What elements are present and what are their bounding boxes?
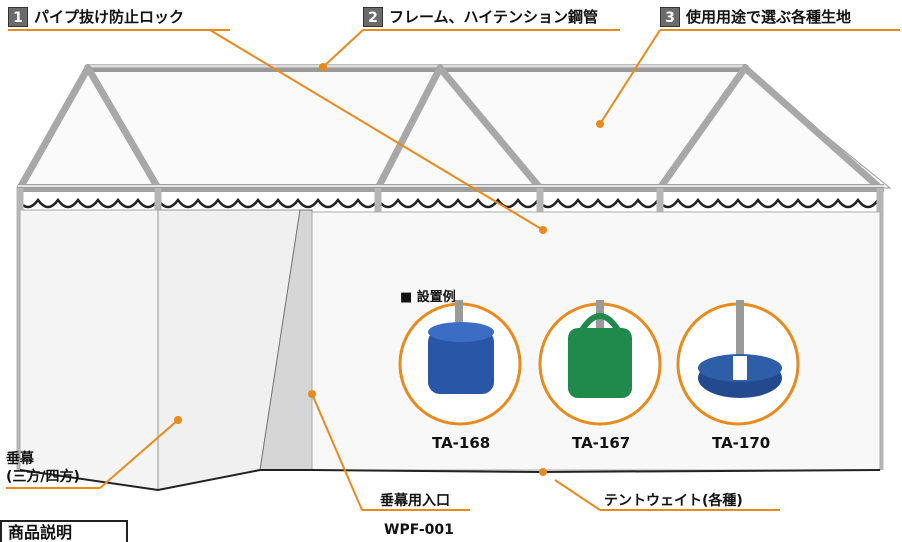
weight-ta167: [538, 300, 662, 426]
callout-number-3: 3: [660, 6, 680, 27]
entrance-label: 垂幕用入口: [380, 493, 450, 509]
leader-lines: [99, 29, 661, 511]
example-heading: ■ 設置例: [400, 290, 456, 305]
curtain-label: 垂幕 (三方/四方): [6, 450, 80, 486]
tent-weight-label: テントウェイト(各種): [604, 493, 743, 509]
bottom-box: 商品説明: [0, 520, 128, 542]
weight-model-ta168: TA-168: [432, 434, 491, 452]
callout-frame: 2 フレーム、ハイテンション鋼管: [363, 6, 598, 27]
callout-number-1: 1: [8, 6, 28, 27]
weight-model-ta170: TA-170: [712, 434, 771, 452]
callout-text-2: フレーム、ハイテンション鋼管: [389, 8, 598, 26]
rafters: [16, 64, 884, 192]
callout-text-3: 使用用途で選ぶ各種生地: [686, 8, 852, 26]
callout-fabric: 3 使用用途で選ぶ各種生地: [660, 6, 851, 27]
curtain-label-line2: (三方/四方): [6, 469, 80, 485]
callout-text-1: パイプ抜け防止ロック: [34, 8, 185, 26]
entrance-model: WPF-001: [384, 522, 454, 538]
weight-ta168: [398, 300, 522, 426]
leader-dots: [174, 63, 604, 476]
weight-model-ta167: TA-167: [572, 434, 631, 452]
weight-ta170: [676, 300, 800, 426]
callout-underlines: [6, 29, 900, 511]
side-curtain: [19, 209, 159, 491]
ground-line: [19, 469, 881, 492]
callout-pipe-lock: 1 パイプ抜け防止ロック: [8, 6, 184, 27]
curtain-label-line1: 垂幕: [6, 451, 34, 467]
valance-edge: [16, 197, 880, 209]
callout-number-2: 2: [363, 6, 383, 27]
